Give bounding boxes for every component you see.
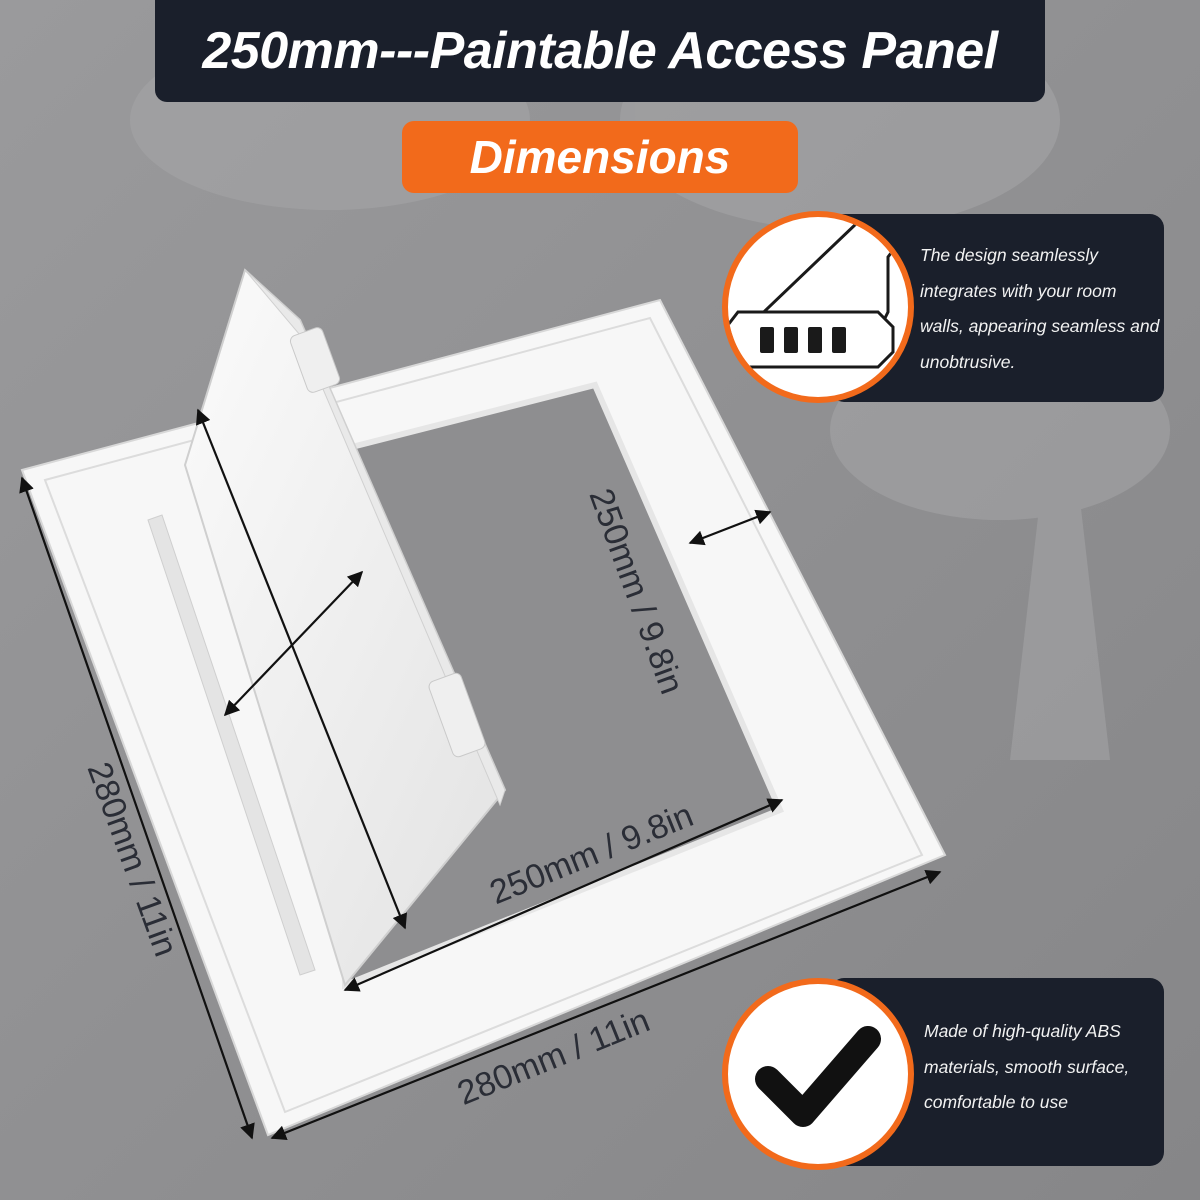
hinge-top <box>289 327 341 393</box>
page-title: 250mm---Paintable Access Panel <box>202 22 998 80</box>
feature-text-design: The design seamlessly integrates with yo… <box>920 245 1160 372</box>
checkmark-icon <box>722 978 914 1170</box>
section-label: Dimensions <box>402 121 798 193</box>
door-edge <box>244 269 506 807</box>
dimension-arrows <box>19 408 942 1141</box>
title-banner: 250mm---Paintable Access Panel <box>155 0 1045 102</box>
hinge-bottom <box>428 672 486 758</box>
feature-text-material: Made of high-quality ABS materials, smoo… <box>924 1021 1130 1112</box>
profile-section-icon <box>722 211 914 403</box>
section-label-text: Dimensions <box>469 131 731 183</box>
